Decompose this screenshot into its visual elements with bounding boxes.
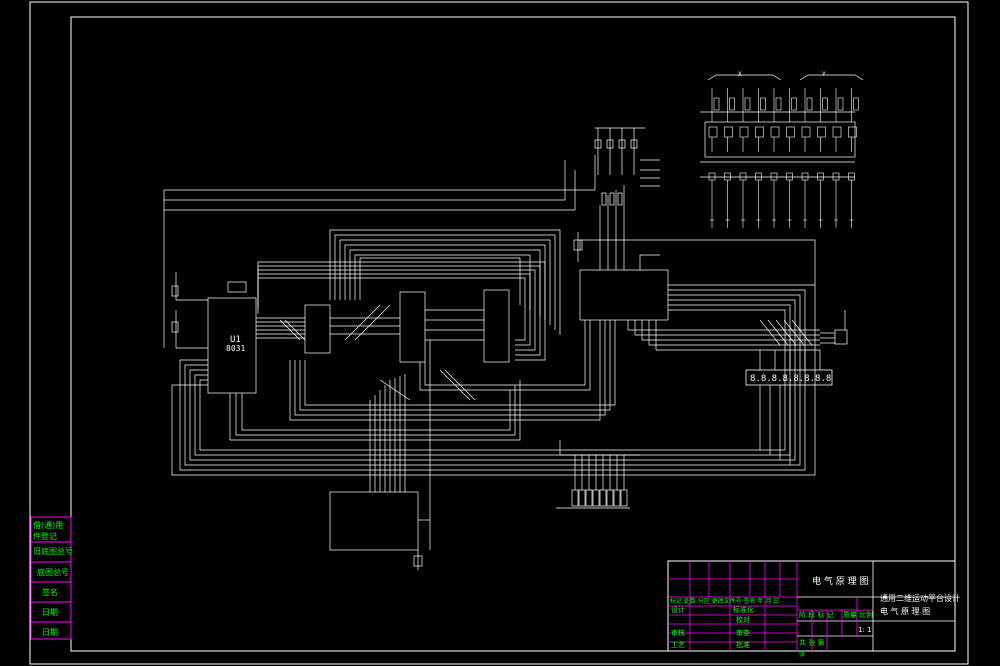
scale-value: 1: 1	[858, 626, 872, 634]
latch-chip	[304, 304, 331, 354]
label-design: 设计	[671, 605, 685, 614]
ram-chip	[483, 289, 510, 363]
optocoupler-part	[822, 97, 828, 111]
seven-segment-display: 8.8.8.8.8.8.8.8	[745, 369, 833, 386]
optocoupler-part	[786, 172, 793, 181]
seven-segment-digits: 8.8.8.8.8.8.8.8	[750, 374, 831, 384]
keyboard-chip	[329, 491, 419, 551]
side-panel-row-7: 日期	[42, 628, 58, 637]
side-panel-row-4: 底图总号	[37, 567, 69, 577]
eprom-chip	[399, 291, 426, 363]
optocoupler-part	[837, 97, 844, 111]
side-panel-row-1: 借(通)用	[33, 520, 63, 530]
optocoupler-part	[806, 97, 813, 111]
y-group-label: Y	[822, 71, 826, 78]
label-review: 审核	[671, 628, 685, 637]
side-panel: 借(通)用 件登记 旧底图总号 底图总号 签名 日期 日期	[30, 516, 73, 640]
optocoupler-part	[724, 172, 731, 181]
sheet-row: 共 张 第	[799, 638, 824, 647]
label-check: 校对	[736, 615, 750, 624]
optocoupler-part	[832, 126, 842, 138]
inner-frame	[70, 16, 956, 652]
optocoupler-part	[801, 172, 809, 181]
optocoupler-part	[848, 126, 857, 138]
optocoupler-part	[729, 97, 735, 111]
optocoupler-part	[801, 126, 811, 138]
optocoupler-part	[832, 172, 840, 181]
title-block: 电 气 原 理 图 通用二维运动平台设计 电 气 原 理 图 标记 处数 分区 …	[667, 560, 960, 658]
optocoupler-part	[791, 97, 797, 111]
project-line-2: 电 气 原 理 图	[880, 606, 930, 616]
optocoupler-part	[713, 97, 720, 111]
project-line-1: 通用二维运动平台设计	[880, 593, 960, 603]
optocoupler-part	[739, 172, 747, 181]
optocoupler-part	[848, 172, 855, 181]
side-panel-row-3: 旧底图总号	[33, 546, 73, 556]
io-chip	[579, 269, 669, 321]
label-process: 工艺	[671, 641, 685, 649]
optocoupler-part	[853, 97, 859, 111]
x-group-label: X	[738, 71, 742, 78]
optocoupler-part	[755, 172, 762, 181]
weight-label: 质量	[843, 610, 857, 619]
optocoupler-part	[775, 97, 782, 111]
u1-label: U1	[230, 335, 241, 345]
optocoupler-part	[817, 126, 826, 138]
optocoupler-part	[708, 126, 718, 138]
sheet-row-2: 张	[799, 650, 805, 658]
u1-part-number: 8031	[226, 344, 245, 353]
optocoupler-array	[708, 88, 859, 228]
optocoupler-part	[708, 172, 716, 181]
side-panel-row-6: 日期	[42, 608, 58, 617]
optocoupler-part	[744, 97, 751, 111]
outer-frame	[29, 1, 969, 665]
label-approve: 批准	[736, 640, 750, 649]
optocoupler-part	[755, 126, 764, 138]
optocoupler-part	[817, 172, 824, 181]
optocoupler-part	[786, 126, 795, 138]
optocoupler-part	[739, 126, 749, 138]
u1-chip	[207, 297, 257, 394]
scale-label: 比例	[859, 610, 873, 619]
optocoupler-part	[770, 172, 778, 181]
optocoupler-part	[770, 126, 780, 138]
stage-row: 阶 段 标 记	[799, 610, 834, 619]
optocoupler-part	[724, 126, 733, 138]
drawing-title: 电 气 原 理 图	[812, 575, 868, 587]
label-standard: 标准化	[733, 605, 754, 614]
schematic-body	[163, 74, 864, 570]
label-audit: 审查	[736, 628, 750, 637]
optocoupler-part	[760, 97, 766, 111]
side-panel-row-2: 件登记	[33, 531, 57, 541]
title-header-row: 标记 处数 分区 更改文件号 签名 年 月 日	[670, 597, 779, 605]
side-panel-row-5: 签名	[42, 587, 58, 597]
